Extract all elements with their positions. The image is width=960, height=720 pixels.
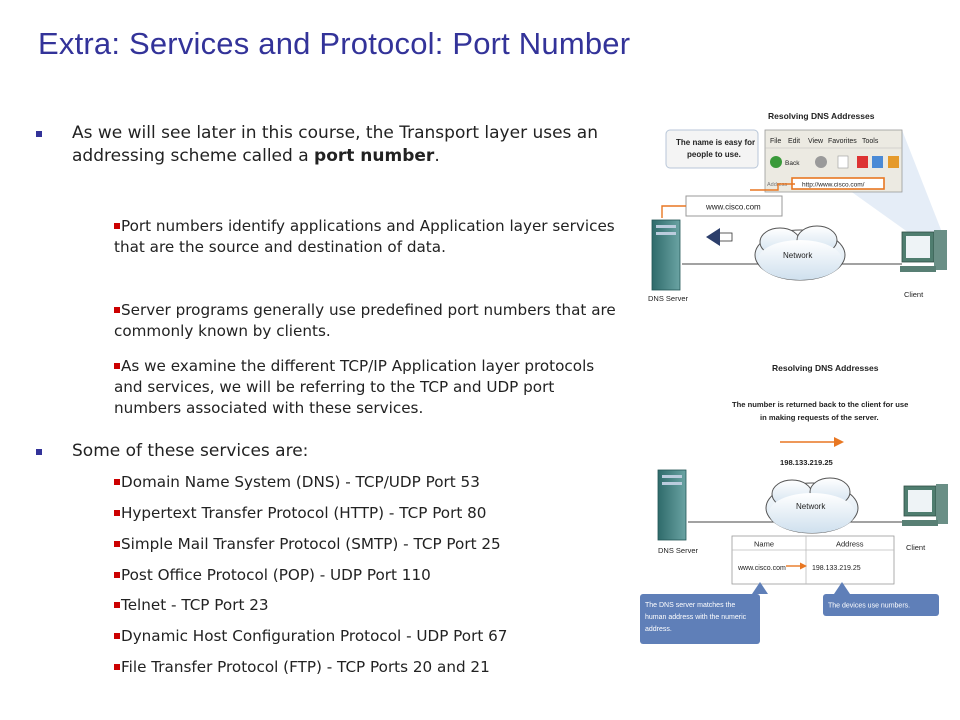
menu-edit: Edit <box>788 138 800 145</box>
client-label: Client <box>906 543 926 552</box>
callout-line-2: in making requests of the server. <box>760 413 879 422</box>
forward-icon <box>815 156 827 168</box>
bullet-port-number: As we will see later in this course, the… <box>36 122 612 168</box>
dns-lookup-table: Name Address www.cisco.com 198.133.219.2… <box>731 535 895 585</box>
home-icon <box>888 156 899 168</box>
sub-bullet-marker <box>114 602 120 608</box>
table-header-address: Address <box>836 540 864 549</box>
sub-bullet-text: As we examine the different TCP/IP Appli… <box>114 357 595 417</box>
bullet-marker <box>36 131 42 137</box>
bullet-text: As we will see later in this course, the… <box>72 123 599 166</box>
sub-bullet-2: Server programs generally use predefined… <box>114 300 624 342</box>
stop-icon <box>857 156 868 168</box>
sub-bullet-3: As we examine the different TCP/IP Appli… <box>114 356 624 419</box>
callout-easy: The name is easy for people to use. <box>665 129 759 169</box>
service-item: Hypertext Transfer Protocol (HTTP) - TCP… <box>114 503 624 524</box>
service-text: Post Office Protocol (POP) - UDP Port 11… <box>121 566 431 584</box>
table-cell-address: 198.133.219.25 <box>812 565 861 572</box>
sub-bullet-1: Port numbers identify applications and A… <box>114 216 624 258</box>
refresh-icon <box>872 156 883 168</box>
dns-server-label: DNS Server <box>658 546 699 555</box>
request-name: www.cisco.com <box>705 203 761 212</box>
note-dns-match: The DNS server matches the human address… <box>640 582 768 644</box>
note-line-1: The DNS server matches the <box>645 602 735 609</box>
bullet-text: Some of these services are: <box>72 441 309 461</box>
dns-figure-top: Resolving DNS Addresses File Edit View F… <box>648 111 947 303</box>
sub-bullet-marker <box>114 572 120 578</box>
dns-server-label: DNS Server <box>648 294 689 303</box>
note-text: The devices use numbers. <box>828 603 910 610</box>
browser-window: File Edit View Favorites Tools Back Addr… <box>764 129 903 193</box>
note-line-3: address. <box>645 626 672 633</box>
service-item: Telnet - TCP Port 23 <box>114 595 624 616</box>
service-item: File Transfer Protocol (FTP) - TCP Ports… <box>114 657 624 678</box>
back-label: Back <box>785 160 800 167</box>
service-text: File Transfer Protocol (FTP) - TCP Ports… <box>121 658 490 676</box>
menu-tools: Tools <box>862 138 879 145</box>
service-text: Domain Name System (DNS) - TCP/UDP Port … <box>121 473 480 491</box>
sub-bullet-marker <box>114 479 120 485</box>
network-label: Network <box>783 251 813 260</box>
menu-favorites: Favorites <box>828 138 857 145</box>
service-item: Domain Name System (DNS) - TCP/UDP Port … <box>114 472 624 493</box>
dns-figure-bottom: Resolving DNS Addresses The number is re… <box>640 363 948 644</box>
back-icon <box>770 156 782 168</box>
bullet-text-end: . <box>434 146 440 166</box>
left-arrow-icon <box>706 228 733 246</box>
note-line-2: human address with the numeric <box>645 614 747 621</box>
note-devices-use-numbers: The devices use numbers. <box>823 582 939 616</box>
address-url: http://www.cisco.com/ <box>802 182 865 189</box>
sub-bullet-marker <box>114 363 120 369</box>
menu-file: File <box>770 138 781 145</box>
client-pc-icon <box>902 484 948 526</box>
callout-line-1: The name is easy for <box>676 138 755 147</box>
figure-heading: Resolving DNS Addresses <box>768 111 875 121</box>
bullet-strong-term: port number <box>314 146 435 166</box>
right-arrow-icon <box>780 437 844 447</box>
dns-server-icon <box>657 469 687 541</box>
sub-bullet-marker <box>114 223 120 229</box>
network-label: Network <box>796 502 826 511</box>
menu-view: View <box>808 138 824 145</box>
service-text: Simple Mail Transfer Protocol (SMTP) - T… <box>121 535 501 553</box>
page-icon <box>837 155 849 169</box>
sub-bullet-marker <box>114 541 120 547</box>
service-text: Dynamic Host Configuration Protocol - UD… <box>121 627 508 645</box>
callout-line-2: people to use. <box>687 150 741 159</box>
service-item: Post Office Protocol (POP) - UDP Port 11… <box>114 565 624 586</box>
sub-bullet-marker <box>114 307 120 313</box>
request-flow-arrow <box>661 205 686 218</box>
client-pc-icon <box>900 230 947 272</box>
table-header-name: Name <box>754 540 774 549</box>
table-cell-name: www.cisco.com <box>737 565 786 572</box>
sub-bullet-text: Port numbers identify applications and A… <box>114 217 615 256</box>
address-label: Address <box>767 182 787 188</box>
figure-heading: Resolving DNS Addresses <box>772 363 879 373</box>
url-flow-arrow <box>750 183 795 191</box>
bullet-services: Some of these services are: <box>36 440 612 463</box>
client-label: Client <box>904 290 924 299</box>
network-cloud-icon <box>765 477 859 534</box>
callout-line-1: The number is returned back to the clien… <box>732 400 908 409</box>
slide-title: Extra: Services and Protocol: Port Numbe… <box>38 26 631 61</box>
sub-bullet-marker <box>114 664 120 670</box>
service-text: Hypertext Transfer Protocol (HTTP) - TCP… <box>121 504 487 522</box>
network-cloud-icon <box>754 225 846 281</box>
sub-bullet-marker <box>114 633 120 639</box>
sub-bullet-marker <box>114 510 120 516</box>
resolved-ip: 198.133.219.25 <box>780 458 834 467</box>
service-item: Dynamic Host Configuration Protocol - UD… <box>114 626 624 647</box>
dns-server-icon <box>651 219 681 291</box>
service-text: Telnet - TCP Port 23 <box>121 596 269 614</box>
bullet-marker <box>36 449 42 455</box>
sub-bullet-text: Server programs generally use predefined… <box>114 301 616 340</box>
service-item: Simple Mail Transfer Protocol (SMTP) - T… <box>114 534 624 555</box>
